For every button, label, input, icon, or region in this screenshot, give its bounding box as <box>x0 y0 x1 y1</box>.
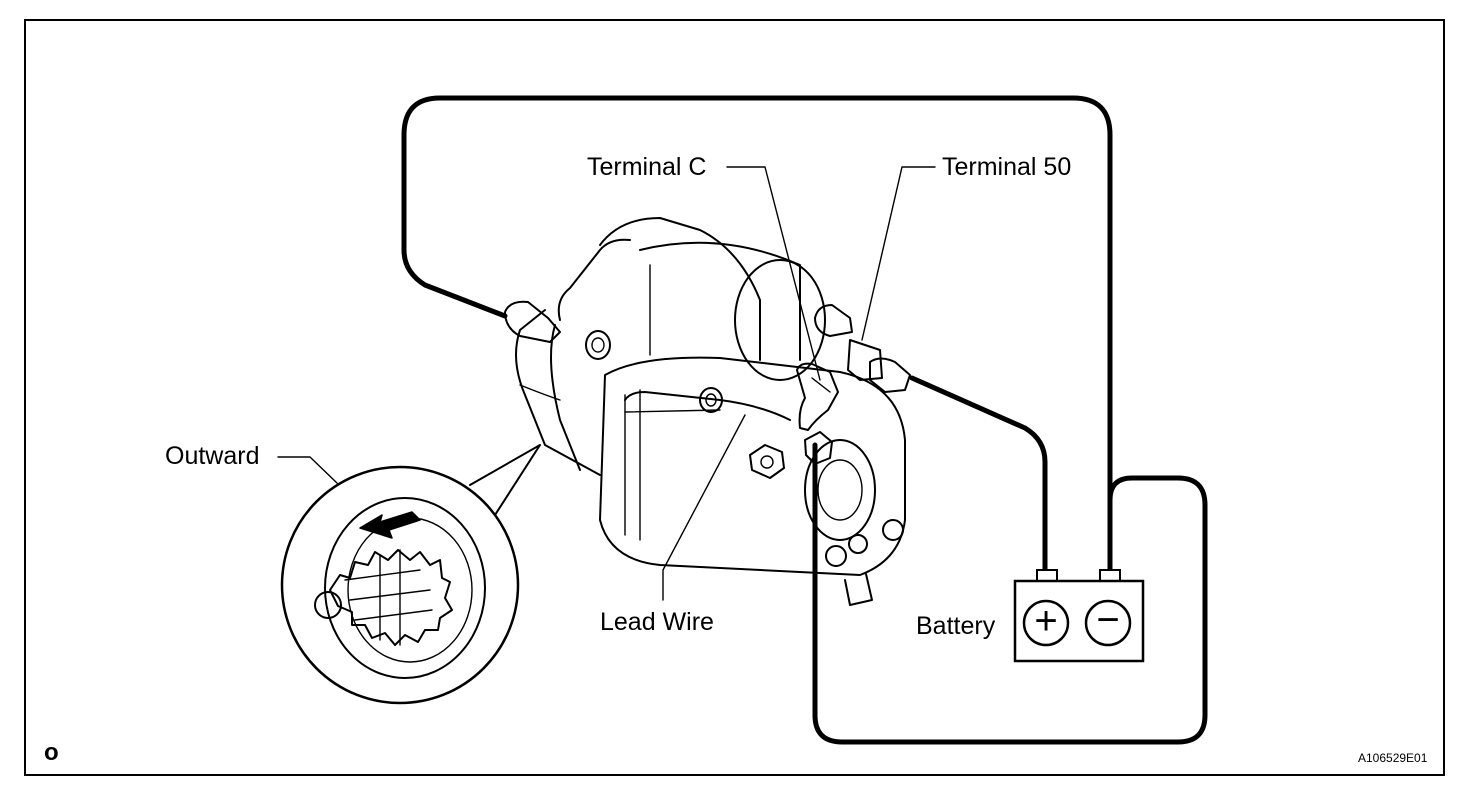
terminal-50-leader <box>861 166 936 341</box>
lead-wire-label: Lead Wire <box>600 608 714 636</box>
battery-icon <box>1013 569 1145 663</box>
figure-frame <box>24 19 1445 776</box>
terminal-c-label: Terminal C <box>587 153 707 181</box>
battery-label: Battery <box>916 612 996 640</box>
outward-arrow-icon <box>359 511 421 539</box>
starter-motor-icon <box>504 217 911 606</box>
battery-positive-symbol: + <box>1034 599 1058 643</box>
lead-wire-leader <box>662 414 746 601</box>
terminal-c-leader <box>726 166 821 381</box>
terminal-c-wire <box>812 442 1208 745</box>
pinion-gear-icon <box>280 444 541 705</box>
negative-wire <box>401 95 1113 575</box>
positive-wire <box>909 375 1048 575</box>
terminal-50-label: Terminal 50 <box>942 153 1072 181</box>
corner-mark: o <box>44 739 59 766</box>
battery-negative-symbol: − <box>1096 598 1120 642</box>
figure-code: A106529E01 <box>1358 751 1428 765</box>
outward-label: Outward <box>165 442 260 470</box>
